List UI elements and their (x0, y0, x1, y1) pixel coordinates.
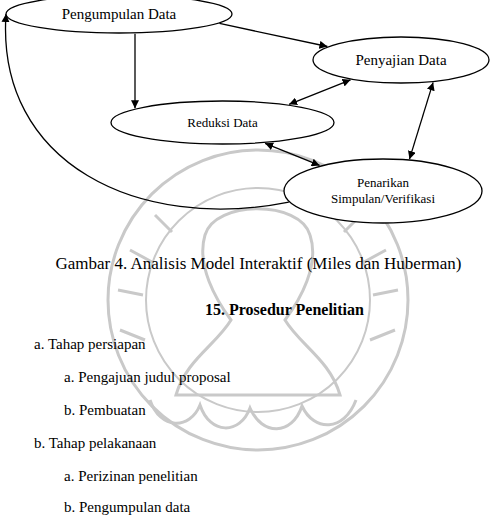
node-label: Penyajian Data (355, 51, 446, 69)
process-ellipse: Penyajian Data (312, 36, 490, 84)
flow-arrow (289, 80, 350, 105)
list-item: a. Pengajuan judul proposal (64, 368, 231, 386)
list-item: b. Tahap pelakanaan (34, 434, 156, 452)
list-item: a. Tahap persiapan (34, 335, 146, 353)
flow-arrow (134, 34, 135, 109)
node-label: Pengumpulan Data (62, 5, 177, 23)
process-ellipse: Penarikan Simpulan/Verifikasi (283, 158, 483, 224)
flow-arrow (409, 82, 433, 159)
list-item: b. Pengumpulan data (64, 498, 190, 516)
process-ellipse: Reduksi Data (110, 100, 335, 145)
process-ellipse: Pengumpulan Data (5, 0, 233, 34)
node-label: Reduksi Data (187, 115, 257, 131)
figure-caption: Gambar 4. Analisis Model Interaktif (Mil… (55, 254, 461, 274)
flow-arrow (265, 143, 320, 165)
list-item: b. Pembuatan (64, 401, 146, 419)
node-label: Penarikan Simpulan/Verifikasi (321, 175, 446, 206)
list-item: a. Perizinan penelitian (64, 467, 198, 485)
flow-arrow (220, 23, 328, 46)
section-heading: 15. Prosedur Penelitian (205, 300, 364, 319)
